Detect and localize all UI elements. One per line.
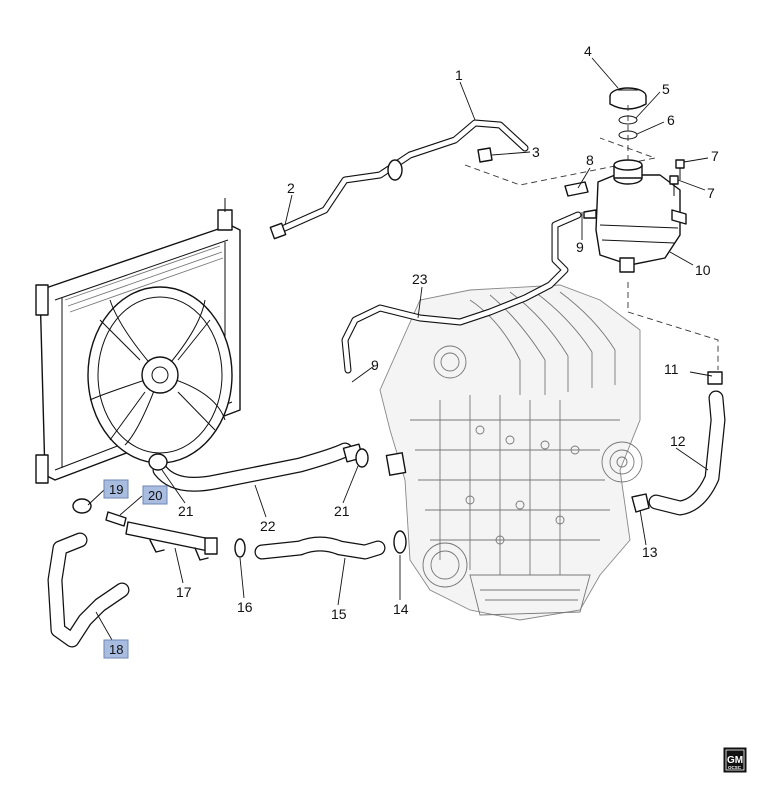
leader-lines — [87, 57, 713, 641]
callout-8: 8 — [586, 152, 594, 168]
coolant-reservoir — [583, 159, 687, 273]
callout-16: 16 — [237, 599, 253, 615]
callout-7a: 7 — [711, 148, 719, 164]
coolant-pipe — [125, 521, 218, 561]
callout-9b: 9 — [371, 357, 379, 373]
reservoir-bracket — [564, 181, 589, 197]
callout-13: 13 — [642, 544, 658, 560]
callout-21b: 21 — [334, 503, 350, 519]
callout-20-box — [142, 485, 168, 505]
heater-pipe — [341, 211, 582, 374]
callout-19: 19 — [109, 482, 123, 497]
callout-12: 12 — [670, 433, 686, 449]
callout-2: 2 — [287, 180, 295, 196]
callout-6: 6 — [667, 112, 675, 128]
reservoir-bolts — [669, 159, 685, 196]
callout-5: 5 — [662, 81, 670, 97]
hose-clip-3 — [477, 147, 493, 163]
callout-labels: 1 2 3 4 5 6 7 7 8 9 9 10 11 12 13 14 15 … — [176, 43, 719, 622]
engine-block — [379, 284, 643, 621]
callout-21a: 21 — [178, 503, 194, 519]
reservoir-cap — [609, 87, 647, 162]
callout-4: 4 — [584, 43, 592, 59]
gm-logo: GM OCSC — [723, 747, 747, 773]
hose-clamps — [148, 448, 650, 558]
callout-15: 15 — [331, 606, 347, 622]
reservoir-outlet-hose — [627, 282, 726, 516]
callout-7b: 7 — [707, 185, 715, 201]
upper-radiator-hose — [152, 442, 407, 492]
radiator-vent-hose — [269, 119, 529, 240]
bypass-hose — [254, 536, 386, 560]
callout-20: 20 — [148, 488, 162, 503]
gm-logo-brand: GM — [727, 755, 743, 766]
highlighted-callouts: 18 19 20 — [103, 479, 168, 659]
callout-17: 17 — [176, 584, 192, 600]
callout-9a: 9 — [576, 239, 584, 255]
callout-18-box — [103, 639, 129, 659]
callout-18: 18 — [109, 642, 123, 657]
callout-11: 11 — [664, 361, 679, 377]
callout-19-box — [103, 479, 129, 499]
lower-radiator-hose — [47, 498, 130, 648]
callout-23: 23 — [412, 271, 428, 287]
gm-logo-sub: OCSC — [728, 765, 742, 770]
callout-1: 1 — [455, 67, 463, 83]
callout-3: 3 — [532, 144, 540, 160]
callout-22: 22 — [260, 518, 276, 534]
callout-14: 14 — [393, 601, 409, 617]
radiator-assembly — [35, 198, 241, 484]
callout-10: 10 — [695, 262, 711, 278]
